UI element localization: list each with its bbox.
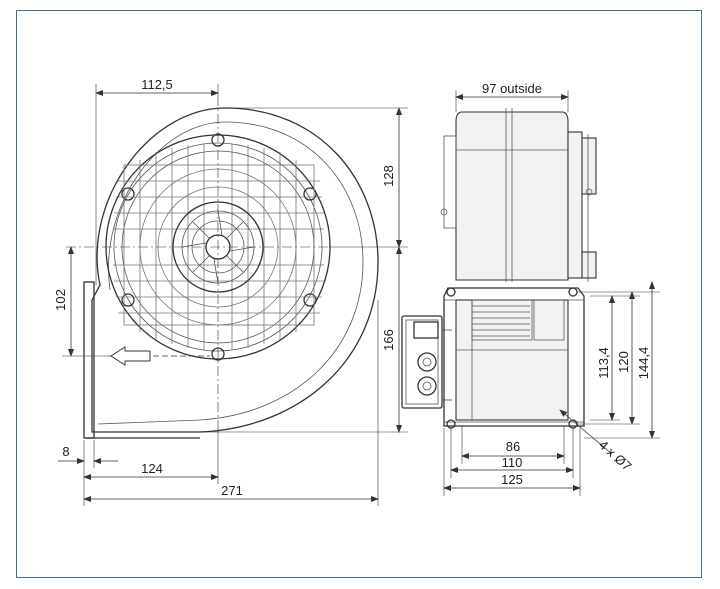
front-view [66, 96, 379, 439]
dim-112-5: 112,5 [141, 77, 173, 92]
dim-110: 110 [502, 455, 523, 470]
screw-left-top [121, 187, 135, 201]
dim-128: 128 [381, 165, 396, 187]
side-view [440, 108, 597, 429]
dim-8: 8 [62, 444, 69, 459]
dim-166: 166 [381, 329, 396, 351]
airflow-arrow [108, 346, 210, 366]
screw-right-top [303, 187, 317, 201]
dim-102: 102 [53, 289, 68, 311]
dim-124: 124 [141, 461, 163, 476]
dim-125: 125 [501, 472, 523, 487]
volute-housing [91, 107, 379, 433]
dim-97-outside: 97 outside [482, 81, 542, 96]
base-hole-tl [446, 287, 456, 297]
front-dimensions: 112,5 128 166 102 8 124 271 [53, 77, 408, 506]
screw-left-bottom [121, 293, 135, 307]
dim-120: 120 [616, 351, 631, 373]
base-plate [443, 287, 585, 427]
screw-right-bottom [303, 293, 317, 307]
dim-113-4: 113,4 [596, 347, 611, 379]
inlet-grille [113, 144, 324, 350]
base-hole-bl [446, 419, 456, 429]
volute-inner-line [97, 121, 364, 425]
dim-144-4: 144,4 [636, 347, 651, 380]
motor-flange [567, 131, 583, 279]
lower-housing [455, 299, 569, 421]
drawing-frame [16, 10, 702, 578]
base-hole-tr [568, 287, 578, 297]
dim-271: 271 [221, 483, 243, 498]
dim-holes: 4 x Ø7 [596, 437, 634, 474]
dim-86: 86 [506, 439, 520, 454]
